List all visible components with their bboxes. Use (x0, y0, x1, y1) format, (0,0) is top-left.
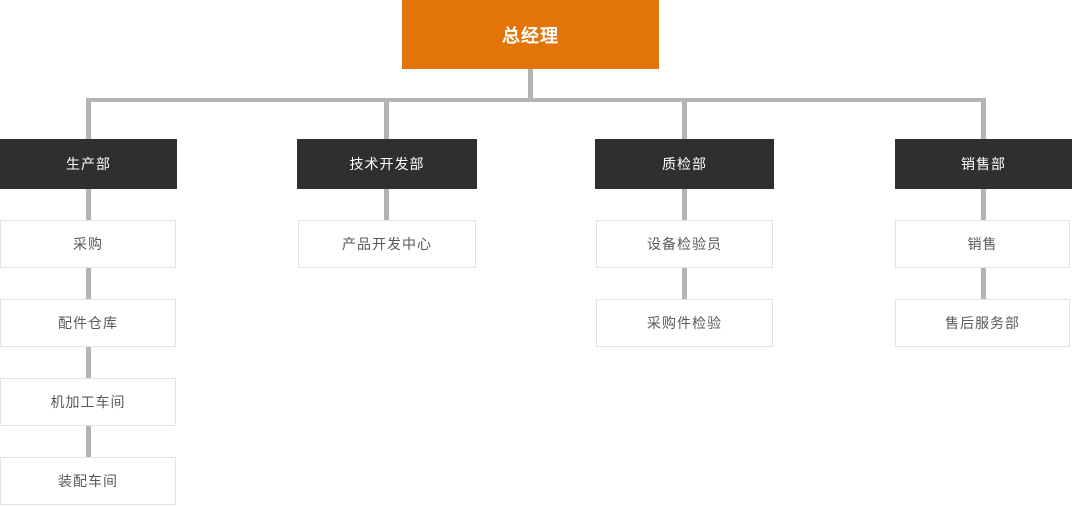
org-node-equipment-inspector: 设备检验员 (596, 220, 773, 268)
connector-quality-1 (682, 189, 687, 220)
connector-drop-production (86, 100, 91, 139)
connector-drop-sales (981, 100, 986, 139)
connector-sales-2 (981, 268, 986, 299)
org-node-quality-dept: 质检部 (595, 139, 774, 189)
connector-root-stub (528, 69, 533, 98)
org-node-production-dept: 生产部 (0, 139, 177, 189)
org-node-product-dev-center: 产品开发中心 (298, 220, 476, 268)
connector-drop-quality (682, 100, 687, 139)
connector-production-4 (86, 426, 91, 457)
org-node-sales: 销售 (895, 220, 1070, 268)
org-node-purchased-parts-inspection: 采购件检验 (596, 299, 773, 347)
connector-quality-2 (682, 268, 687, 299)
org-node-sales-dept: 销售部 (895, 139, 1072, 189)
org-node-machining-workshop: 机加工车间 (0, 378, 176, 426)
org-node-general-manager: 总经理 (402, 0, 659, 69)
org-node-purchasing: 采购 (0, 220, 176, 268)
org-node-after-sales-service: 售后服务部 (895, 299, 1070, 347)
connector-horizontal-rail (86, 98, 986, 102)
connector-tech-1 (384, 189, 389, 220)
org-node-parts-warehouse: 配件仓库 (0, 299, 176, 347)
connector-sales-1 (981, 189, 986, 220)
org-node-assembly-workshop: 装配车间 (0, 457, 176, 505)
connector-drop-tech (384, 100, 389, 139)
connector-production-3 (86, 347, 91, 378)
org-node-tech-dev-dept: 技术开发部 (297, 139, 477, 189)
connector-production-2 (86, 268, 91, 299)
connector-production-1 (86, 189, 91, 220)
